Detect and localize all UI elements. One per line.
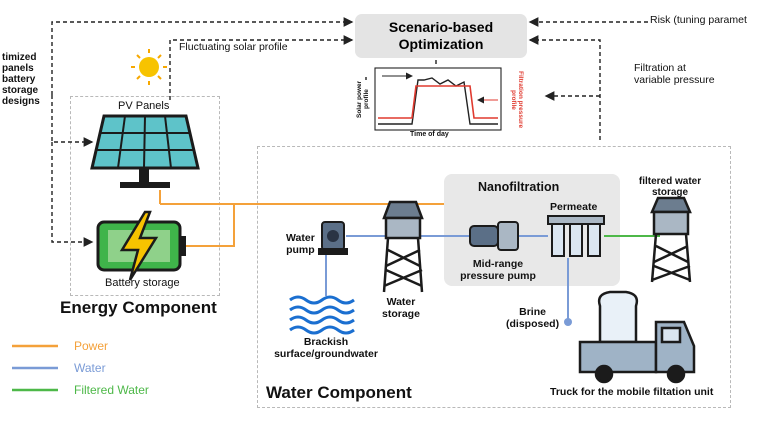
brine-label-line1: Brine [519,306,546,318]
pv-panels-label: PV Panels [118,100,170,112]
brine-label-line2: (disposed) [506,318,560,330]
brackish-label-line1: Brackish [303,336,349,348]
water-component-box [257,146,731,408]
water-storage-label: Water storage [382,296,420,320]
designs-line3: battery [2,74,36,85]
energy-component-box [70,96,220,296]
truck-label: Truck for the mobile filtation unit [550,386,714,398]
optimized-designs-label: timized panels battery storage designs [2,52,40,107]
legend-filtered-label: Filtered Water [74,383,149,397]
water-storage-label-line1: Water [386,296,416,308]
plot-y-left-label: Solar power profile [356,72,370,126]
water-pump-label-line2: pump [286,244,315,256]
designs-line2: panels [2,63,34,74]
nanofiltration-title: Nanofiltration [478,180,560,194]
water-pump-label: Water pump [286,232,315,256]
solar-profile-label: Fluctuating solar profile [179,41,288,53]
mid-pump-label: Mid-range pressure pump [446,258,550,282]
filtered-water-tower-icon [650,196,692,283]
battery-icon [96,210,186,281]
designs-line5: designs [2,96,40,107]
energy-component-title: Energy Component [60,298,217,317]
filtered-storage-label: filtered water storage [630,176,710,198]
profile-plot [374,67,502,131]
mid-range-pump-icon [469,221,519,251]
legend-power-label: Power [74,339,109,353]
brackish-label-line2: surface/groundwater [274,348,378,360]
mid-pump-label-line1: Mid-range [472,258,524,270]
designs-line1: timized [2,52,37,63]
plot-y-left-line2: profile [363,89,370,109]
water-storage-label-line2: storage [382,308,420,320]
brine-label: Brine (disposed) [506,306,559,330]
brackish-water-icon [289,295,355,335]
filtered-storage-line2: storage [651,187,689,198]
filtered-storage-line1: filtered water [638,176,702,187]
water-tower-icon [382,200,424,293]
mid-pump-label-line2: pressure pump [460,270,536,282]
water-pump-icon [318,221,348,255]
power-lines [159,190,444,247]
water-pump-label-line1: Water [286,232,315,244]
filtration-label: Filtration at variable pressure [634,62,715,86]
filtration-label-line2: variable pressure [634,74,715,86]
plot-y-right-line1: Filtration pressure [517,71,524,129]
permeate-label: Permeate [550,201,598,213]
plot-x-label: Time of day [410,131,449,138]
legend-water-label: Water [74,361,106,375]
optimization-box: Scenario-based Optimization [355,14,527,58]
solar-panel-icon [90,114,200,188]
filter-unit-icon [547,215,605,257]
water-component-title: Water Component [266,383,412,402]
designs-line4: storage [2,85,39,96]
plot-y-right-line2: profile [510,90,517,110]
plot-y-left-line1: Solar power [356,80,363,118]
battery-storage-label: Battery storage [105,277,180,289]
sun-icon [131,49,167,85]
brackish-water-label: Brackish surface/groundwater [266,336,386,360]
brine-outlet-dot [564,318,572,326]
optimization-title-line2: Optimization [398,36,484,52]
truck-icon [578,290,696,384]
plot-y-right-label: Filtration pressure profile [504,68,524,132]
risk-label: Risk (tuning paramet [650,14,747,26]
optimization-title-line1: Scenario-based [388,19,494,35]
filtration-label-line1: Filtration at [634,62,686,74]
dashed-connectors [51,17,648,247]
